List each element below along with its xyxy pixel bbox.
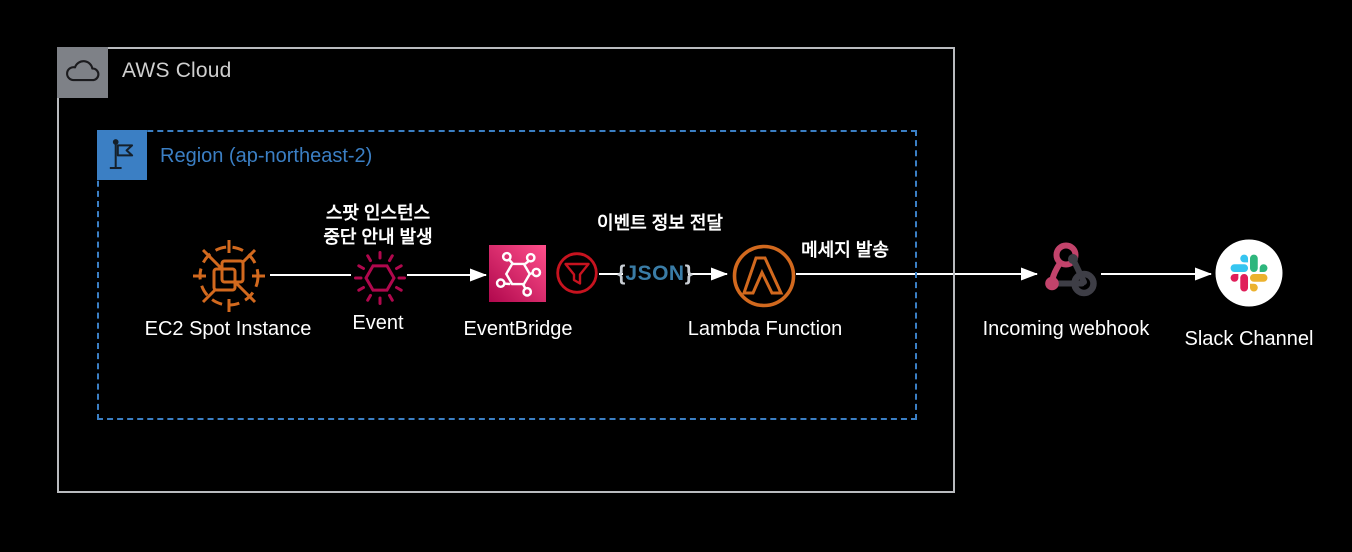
ec2-spot-instance-icon bbox=[187, 234, 271, 323]
aws-cloud-icon bbox=[57, 47, 108, 98]
aws-cloud-boundary bbox=[57, 47, 955, 493]
ec2-spot-instance-label: EC2 Spot Instance bbox=[144, 318, 312, 340]
slack-icon bbox=[1214, 238, 1284, 313]
webhook-icon bbox=[1036, 239, 1100, 308]
json-text: JSON bbox=[625, 262, 685, 285]
event-icon bbox=[352, 250, 408, 311]
spot-interruption-line2: 중단 안내 발생 bbox=[323, 227, 433, 247]
aws-cloud-label: AWS Cloud bbox=[122, 59, 232, 82]
filter-icon bbox=[555, 251, 599, 300]
json-payload-badge: {JSON} bbox=[617, 262, 693, 286]
webhook-label: Incoming webhook bbox=[982, 318, 1150, 340]
json-open-brace: { bbox=[617, 262, 626, 285]
event-label: Event bbox=[352, 312, 404, 334]
event-info-annotation: 이벤트 정보 전달 bbox=[597, 213, 723, 233]
region-label: Region (ap-northeast-2) bbox=[160, 145, 373, 167]
spot-interruption-line1: 스팟 인스턴스 bbox=[325, 203, 431, 223]
message-send-annotation: 메세지 발송 bbox=[801, 240, 889, 260]
spot-interruption-annotation: 스팟 인스턴스 중단 안내 발생 bbox=[323, 201, 432, 249]
region-flag-icon bbox=[97, 130, 147, 180]
region-boundary bbox=[97, 130, 917, 420]
eventbridge-icon bbox=[489, 245, 546, 307]
json-close-brace: } bbox=[684, 262, 693, 285]
lambda-icon bbox=[731, 243, 797, 314]
eventbridge-label: EventBridge bbox=[463, 318, 573, 340]
lambda-label: Lambda Function bbox=[687, 318, 843, 340]
slack-label: Slack Channel bbox=[1184, 328, 1314, 350]
